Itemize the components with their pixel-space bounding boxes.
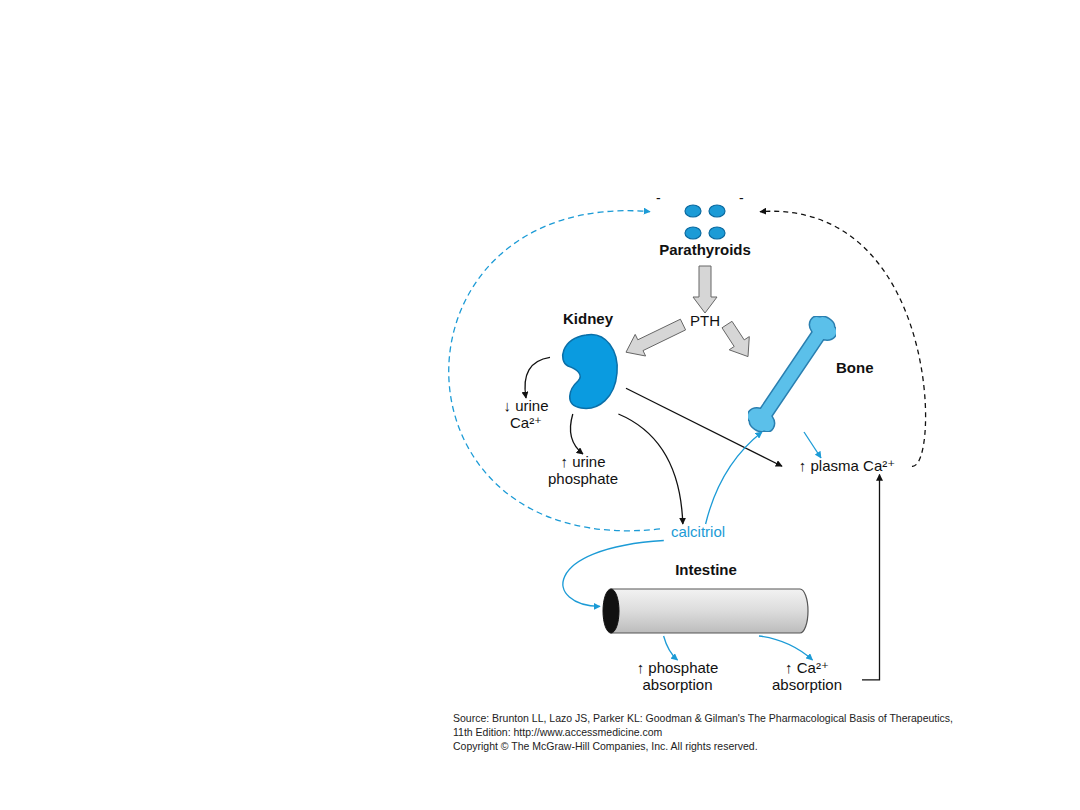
- effect-arrow: [525, 357, 550, 398]
- feedback-sign: -: [739, 190, 751, 206]
- effect-text: ↓ urine Ca²⁺: [497, 398, 555, 431]
- block-arrow: [626, 319, 686, 356]
- effect-arrow: [862, 475, 880, 680]
- gland-group-shape: [650, 202, 760, 240]
- effect-text: ↑ urine phosphate: [543, 454, 623, 487]
- copyright-note: Copyright © The McGraw-Hill Companies, I…: [453, 740, 973, 754]
- node-text: ↑ urine phosphate: [543, 454, 623, 487]
- feedback-arrow: [760, 211, 926, 466]
- effect-arrow: [664, 636, 678, 660]
- node-text: ↑ Ca²⁺ absorption: [752, 660, 862, 693]
- node-text: Intestine: [600, 562, 812, 579]
- node-text: calcitriol: [660, 524, 736, 541]
- block-arrow: [693, 266, 717, 313]
- organ-bone: Bone: [748, 316, 888, 432]
- effect-arrow: [759, 636, 813, 660]
- node-text: Kidney: [550, 311, 626, 328]
- organ-intestine: Intestine: [600, 562, 812, 636]
- effect-text: ↑ phosphate absorption: [625, 660, 730, 693]
- effect-arrow: [706, 432, 762, 524]
- effect-text: ↑ Ca²⁺ absorption: [752, 660, 862, 693]
- organ-kidney: Kidney: [550, 311, 626, 414]
- organ-bone-shape: [748, 316, 836, 432]
- gland-group: Parathyroids: [650, 202, 760, 266]
- node-text: PTH: [683, 313, 727, 330]
- organ-intestine-shape: [600, 586, 812, 636]
- effect-arrow: [804, 432, 821, 458]
- node-text: ↑ phosphate absorption: [625, 660, 730, 693]
- node-text: Bone: [836, 360, 888, 377]
- node-text: Parathyroids: [650, 242, 760, 259]
- source-note: Source: Brunton LL, Lazo JS, Parker KL: …: [453, 712, 973, 739]
- node-text: ↓ urine Ca²⁺: [497, 398, 555, 431]
- effect-arrow: [570, 414, 583, 454]
- organ-kidney-shape: [556, 331, 620, 413]
- effect-arrow: [618, 414, 682, 524]
- feedback-arrow: [449, 211, 660, 531]
- hormone-label: PTH: [683, 313, 727, 330]
- node-text: ↑ plasma Ca²⁺: [782, 458, 912, 475]
- feedback-sign: -: [656, 190, 668, 206]
- hormone-label: calcitriol: [660, 524, 736, 541]
- block-arrow: [722, 321, 749, 356]
- effect-text: ↑ plasma Ca²⁺: [782, 458, 912, 475]
